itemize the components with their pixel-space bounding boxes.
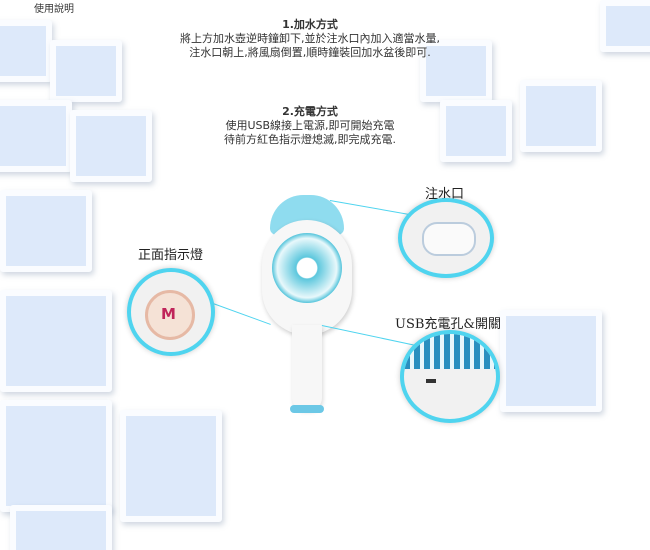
section-water-line1: 將上方加水壺逆時鐘卸下,並於注水口內加入適當水量, (180, 32, 440, 45)
section-charge: 2.充電方式 使用USB線接上電源,即可開始充電 待前方紅色指示燈熄滅,即完成充… (150, 105, 470, 147)
indicator-button-letter: M (161, 305, 176, 323)
usb-detail (400, 330, 500, 423)
indicator-detail: M (127, 268, 215, 356)
section-charge-line2: 待前方紅色指示燈熄滅,即完成充電. (224, 133, 396, 146)
water-inlet-detail (398, 198, 494, 278)
section-water-heading: 1.加水方式 (282, 18, 338, 31)
fan-product (262, 195, 352, 420)
section-water: 1.加水方式 將上方加水壺逆時鐘卸下,並於注水口內加入適當水量, 注水口朝上,將… (150, 18, 470, 60)
section-charge-heading: 2.充電方式 (282, 105, 338, 118)
label-indicator: 正面指示燈 (138, 248, 204, 263)
section-water-line2: 注水口朝上,將風扇倒置,順時鐘裝回加水盆後即可. (189, 46, 431, 59)
label-usb: USB充電孔&開關 (395, 317, 501, 332)
section-charge-line1: 使用USB線接上電源,即可開始充電 (225, 119, 395, 132)
header-title: 使用說明 (34, 4, 74, 15)
